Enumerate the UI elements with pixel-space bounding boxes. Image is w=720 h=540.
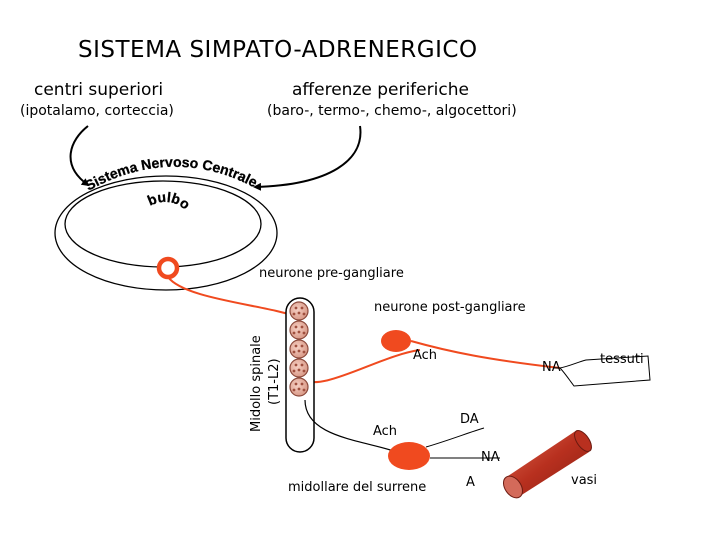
ganglia-chain [289,301,309,397]
ganglion [289,358,309,378]
surrene-label: midollare del surrene [288,480,427,495]
cns-outer-ellipse [54,175,278,291]
na-lower-label: NA [481,450,500,465]
ganglion [289,339,309,359]
postgangliare-axon [410,340,561,369]
midollo-level: (T1-L2) [267,358,282,405]
afferenze-arrow [253,125,362,191]
ganglion [289,320,309,340]
ganglia-dots [292,306,306,392]
tessuti-label: tessuti [600,352,644,367]
page-title: SISTEMA SIMPATO-ADRENERGICO [78,37,478,63]
pregangliare-label: neurone pre-gangliare [259,266,404,281]
bulbo-label: bulbo [145,189,193,213]
ach-upper-label: Ach [413,348,438,363]
ganglion [289,301,309,321]
afferenze-heading: afferenze periferiche [292,80,469,100]
a-label: A [466,475,475,490]
surrene-cell [388,442,430,470]
centri-sub: (ipotalamo, corteccia) [20,103,174,119]
midollo-label: Midollo spinale [249,335,264,432]
vessel [502,430,592,499]
centri-heading: centri superiori [34,80,164,100]
da-label: DA [460,412,479,427]
ach-lower-label: Ach [373,424,398,439]
vasi-label: vasi [571,473,598,488]
na-upper-label: NA [542,360,561,375]
postgangliare-label: neurone post-gangliare [374,300,526,315]
ganglion [289,377,309,397]
pregangliare-soma [156,256,180,280]
afferenze-sub: (baro-, termo-, chemo-, algocettori) [267,103,517,119]
postgangliare-soma [381,330,411,352]
centri-arrow [69,125,90,187]
surrene-out-1 [425,427,485,448]
tessuti-shape [558,355,651,387]
